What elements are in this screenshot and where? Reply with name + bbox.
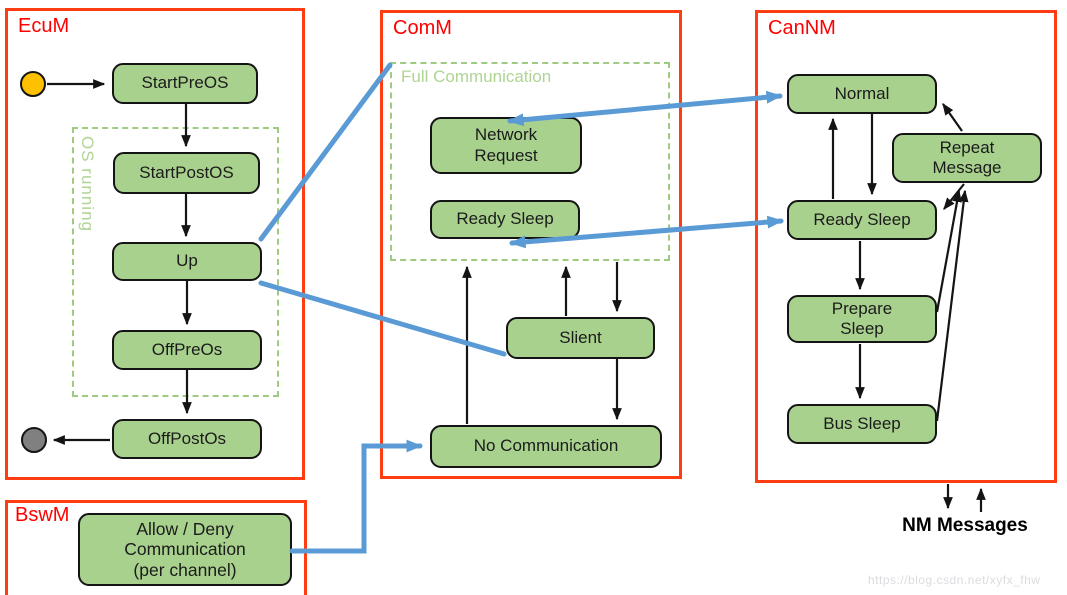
state-cannm-ready-sleep: Ready Sleep: [787, 200, 937, 240]
state-up: Up: [112, 242, 262, 281]
watermark-text: https://blog.csdn.net/xyfx_fhw: [868, 573, 1041, 587]
state-network-request: Network Request: [430, 117, 582, 174]
initial-state-dot: [20, 71, 46, 97]
state-no-communication: No Communication: [430, 425, 662, 468]
state-comm-ready-sleep: Ready Sleep: [430, 200, 580, 239]
state-start-pre-os: StartPreOS: [112, 63, 258, 104]
state-normal: Normal: [787, 74, 937, 114]
state-allow-deny-communication: Allow / Deny Communication (per channel): [78, 513, 292, 586]
group-full-communication-label: Full Communication: [401, 67, 552, 86]
nm-messages-label: NM Messages: [902, 515, 1028, 536]
frame-ecum-title: EcuM: [18, 15, 70, 37]
state-bus-sleep: Bus Sleep: [787, 404, 937, 444]
state-start-post-os: StartPostOS: [113, 152, 260, 194]
state-slient: Slient: [506, 317, 655, 359]
group-os-running-label: OS running: [78, 136, 97, 232]
final-state-dot: [21, 427, 47, 453]
frame-comm-title: ComM: [393, 17, 452, 39]
state-prepare-sleep: Prepare Sleep: [787, 295, 937, 343]
state-off-post-os: OffPostOs: [112, 419, 262, 459]
group-os-running: OS running: [72, 127, 279, 397]
state-repeat-message: Repeat Message: [892, 133, 1042, 183]
frame-bswm-title: BswM: [15, 504, 70, 526]
frame-cannm-title: CanNM: [768, 17, 836, 39]
state-off-pre-os: OffPreOs: [112, 330, 262, 370]
frame-ecum: EcuM: [5, 8, 305, 480]
